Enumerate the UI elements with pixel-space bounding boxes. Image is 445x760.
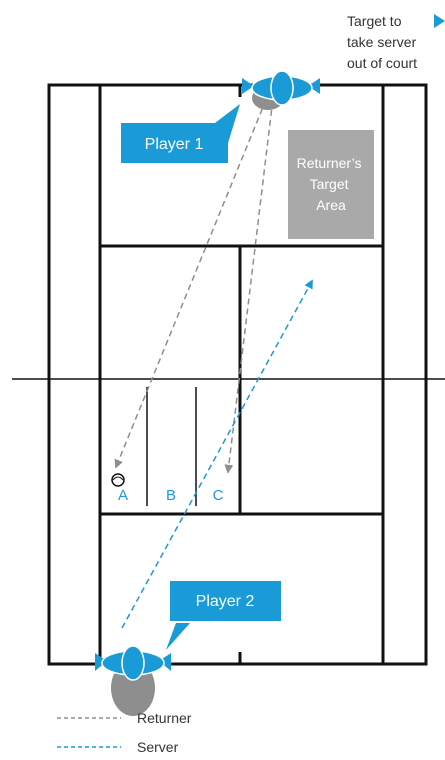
server-shot-wide xyxy=(121,279,313,629)
player-1-callout: Player 1 xyxy=(121,104,240,163)
target-note-arrow-icon xyxy=(434,14,445,28)
player-2-callout: Player 2 xyxy=(166,581,281,650)
returners-target-area xyxy=(288,130,374,239)
returner-shot-paths xyxy=(114,89,275,474)
tennis-ball-icon xyxy=(111,473,125,487)
zone-a-label: A xyxy=(118,487,128,504)
zone-labels: A B C xyxy=(118,487,224,504)
legend-returner-label: Returner xyxy=(137,710,192,726)
legend: Returner Server xyxy=(57,710,192,755)
zone-c-label: C xyxy=(213,487,224,504)
player-1-figure xyxy=(242,70,320,110)
returner-shot-to-a xyxy=(114,89,271,469)
target-note: Target to take server out of court xyxy=(347,13,420,71)
server-shot-paths xyxy=(121,279,313,629)
returner-shot-to-c xyxy=(224,89,275,474)
court-lines xyxy=(47,83,428,666)
zone-b-label: B xyxy=(166,487,176,504)
court-outer-boundary xyxy=(47,83,428,666)
player-2-label: Player 2 xyxy=(196,593,255,610)
legend-server-label: Server xyxy=(137,739,179,755)
zone-dividers xyxy=(146,387,197,506)
player-1-label: Player 1 xyxy=(145,136,204,153)
player-2-figure xyxy=(95,645,171,716)
target-area-label: Returner’s Target Area xyxy=(297,155,366,213)
